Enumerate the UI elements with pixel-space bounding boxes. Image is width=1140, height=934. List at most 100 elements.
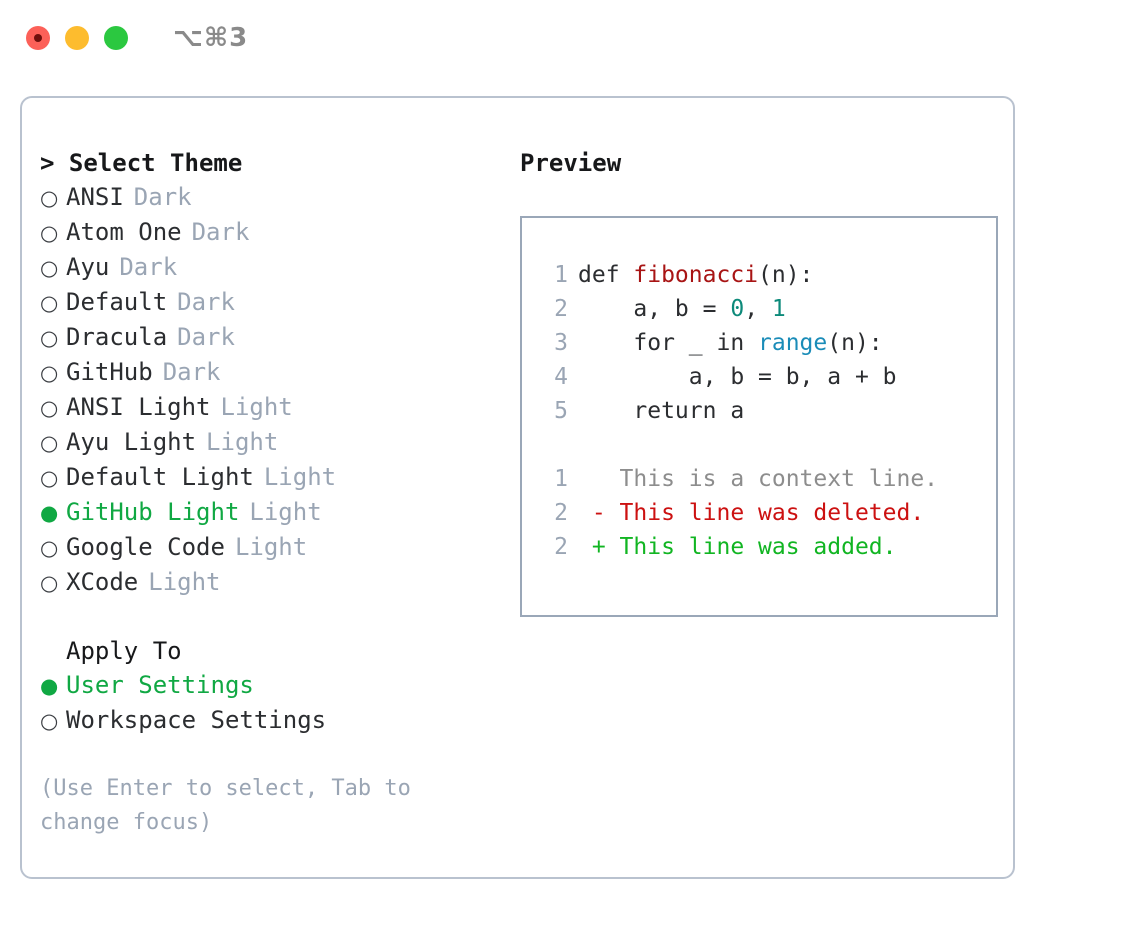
window-titlebar: ⌥⌘3 — [0, 0, 1140, 76]
theme-option-atom-one[interactable]: ○ Atom One Dark — [40, 215, 500, 250]
diff-line-content: - This line was deleted. — [578, 500, 925, 526]
apply-to-option-user-settings[interactable]: ● User Settings — [40, 668, 500, 703]
theme-option-label: GitHub — [66, 358, 153, 386]
keyboard-shortcut-label: ⌥⌘3 — [173, 23, 249, 53]
radio-unselected-icon: ○ — [40, 709, 59, 733]
code-token-plain: return a — [578, 398, 745, 424]
theme-variant-tag: Light — [148, 568, 221, 596]
theme-option-xcode[interactable]: ○ XCode Light — [40, 565, 500, 600]
apply-to-option-label: User Settings — [66, 671, 254, 699]
line-number: 2 — [554, 500, 568, 526]
theme-option-github-light[interactable]: ● GitHub Light Light — [40, 495, 500, 530]
theme-variant-tag: Dark — [119, 253, 178, 281]
radio-unselected-icon: ○ — [40, 571, 59, 595]
diff-line-add: 2 + This line was added. — [540, 530, 996, 564]
line-number: 3 — [554, 330, 568, 356]
code-line-content: a, b = b, a + b — [578, 360, 897, 394]
code-token-call: range — [758, 330, 828, 356]
radio-selected-icon: ● — [40, 674, 59, 698]
theme-option-label: XCode — [66, 568, 139, 596]
line-number: 4 — [554, 364, 568, 390]
theme-option-default[interactable]: ○ Default Dark — [40, 285, 500, 320]
diff-line-content: This is a context line. — [578, 466, 939, 492]
theme-variant-tag: Dark — [191, 218, 250, 246]
traffic-lights — [26, 26, 128, 50]
theme-option-label: Dracula — [66, 323, 168, 351]
diff-line-ctx: 1 This is a context line. — [540, 462, 996, 496]
theme-variant-tag: Dark — [177, 288, 235, 316]
code-token-plain: for _ in — [578, 330, 759, 356]
radio-unselected-icon: ○ — [40, 221, 59, 245]
code-line: 3 for _ in range(n): — [540, 326, 996, 360]
radio-unselected-icon: ○ — [40, 326, 59, 350]
theme-option-label: Ayu Light — [66, 428, 197, 456]
theme-option-github[interactable]: ○ GitHub Dark — [40, 355, 500, 390]
close-window-icon[interactable] — [26, 26, 50, 50]
theme-option-label: ANSI — [66, 183, 124, 211]
code-line-content: def fibonacci(n): — [578, 258, 813, 292]
theme-variant-tag: Dark — [133, 183, 192, 211]
theme-option-label: Default — [66, 288, 168, 316]
maximize-window-icon[interactable] — [104, 26, 128, 50]
radio-selected-icon: ● — [40, 501, 59, 525]
code-line-content: for _ in range(n): — [578, 326, 882, 360]
theme-variant-tag: Light — [206, 428, 279, 456]
theme-option-label: GitHub Light — [66, 498, 240, 526]
code-token-fn: fibonacci — [633, 262, 759, 288]
theme-option-ansi[interactable]: ○ ANSI Dark — [40, 180, 500, 215]
diff-line-content: + This line was added. — [578, 534, 897, 560]
theme-option-label: Ayu — [66, 253, 110, 281]
line-number: 2 — [554, 296, 568, 322]
theme-option-label: Default Light — [66, 463, 254, 491]
diff-sample: 1 This is a context line. 2 - This line w… — [540, 462, 996, 564]
code-line: 5 return a — [540, 394, 996, 428]
minimize-window-icon[interactable] — [65, 26, 89, 50]
radio-unselected-icon: ○ — [40, 186, 59, 210]
code-line: 2 a, b = 0, 1 — [540, 292, 996, 326]
radio-unselected-icon: ○ — [40, 256, 59, 280]
code-line-content: a, b = 0, 1 — [578, 292, 786, 326]
line-number: 2 — [554, 534, 568, 560]
apply-to-option-workspace-settings[interactable]: ○ Workspace Settings — [40, 703, 500, 738]
theme-option-ayu-light[interactable]: ○ Ayu Light Light — [40, 425, 500, 460]
preview-spacer — [540, 428, 996, 462]
code-token-plain: (n): — [758, 262, 814, 288]
theme-option-dracula[interactable]: ○ Dracula Dark — [40, 320, 500, 355]
line-number: 5 — [554, 398, 568, 424]
radio-unselected-icon: ○ — [40, 361, 59, 385]
radio-unselected-icon: ○ — [40, 466, 59, 490]
radio-unselected-icon: ○ — [40, 431, 59, 455]
theme-option-ansi-light[interactable]: ○ ANSI Light Light — [40, 390, 500, 425]
code-token-plain: a, b = — [578, 296, 731, 322]
apply-to-header: Apply To — [66, 637, 182, 665]
apply-to-option-label: Workspace Settings — [66, 706, 327, 734]
theme-variant-tag: Light — [234, 533, 308, 561]
theme-variant-tag: Light — [249, 498, 322, 526]
theme-option-label: Google Code — [66, 533, 225, 561]
radio-unselected-icon: ○ — [40, 396, 59, 420]
line-number: 1 — [554, 466, 568, 492]
theme-option-ayu[interactable]: ○ Ayu Dark — [40, 250, 500, 285]
theme-variant-tag: Light — [220, 393, 293, 421]
theme-variant-tag: Dark — [162, 358, 221, 386]
preview-title: Preview — [520, 149, 622, 177]
select-theme-header: > Select Theme — [40, 149, 243, 177]
code-token-num: 1 — [771, 296, 786, 322]
theme-option-label: Atom One — [66, 218, 182, 246]
apply-to-list[interactable]: ● User Settings ○ Workspace Settings — [40, 668, 500, 738]
code-line: 4 a, b = b, a + b — [540, 360, 996, 394]
code-token-plain: a, b = b, a + b — [578, 364, 897, 390]
keyboard-hint-text: (Use Enter to select, Tab to change focu… — [40, 776, 425, 835]
theme-option-label: ANSI Light — [66, 393, 211, 421]
theme-variant-tag: Dark — [177, 323, 235, 351]
radio-unselected-icon: ○ — [40, 291, 59, 315]
